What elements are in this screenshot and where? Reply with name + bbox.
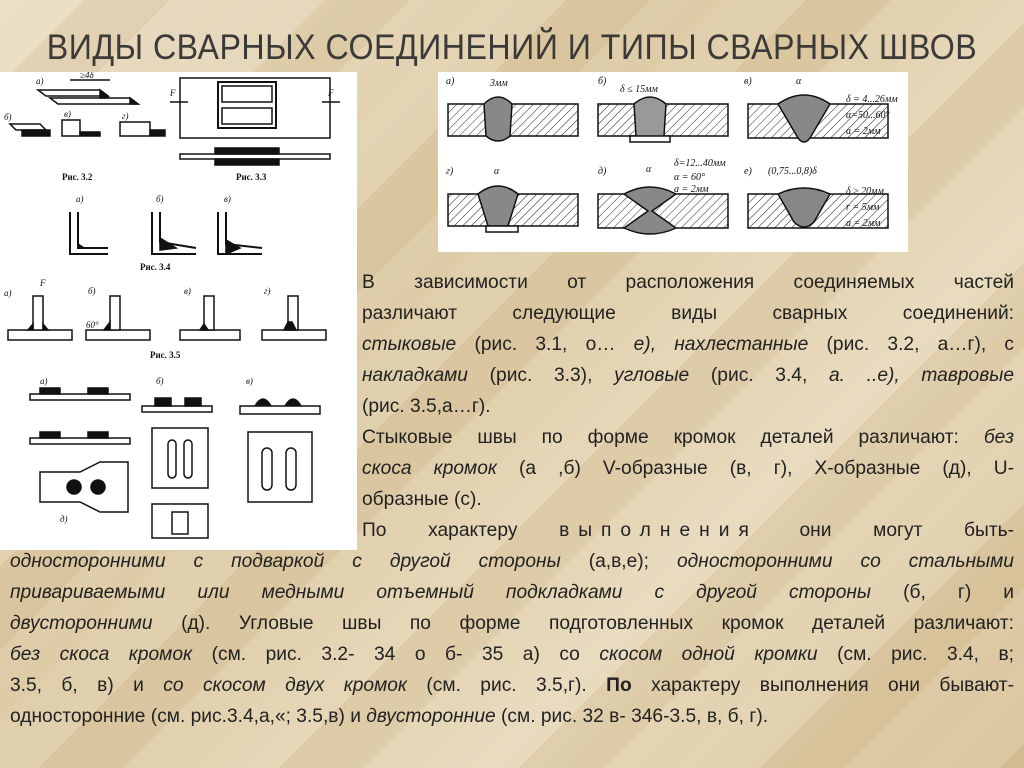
right-label-d: д) xyxy=(598,166,607,177)
fig32-label-v: в) xyxy=(64,109,71,119)
right-dim-delta15: δ ≤ 15мм xyxy=(620,84,659,95)
fig35-angle: 60° xyxy=(86,320,99,330)
page-title: ВИДЫ СВАРНЫХ СОЕДИНЕНИЙ И ТИПЫ СВАРНЫХ Ш… xyxy=(46,28,978,67)
right-dim-e1: δ ≥ 20мм xyxy=(846,186,885,197)
figure-right-panel: а) 3мм б) δ ≤ 15мм в) α δ = 4...26мм α=5… xyxy=(438,72,908,252)
fig35-label-b: б) xyxy=(88,286,96,296)
right-dim-e2: r = 5мм xyxy=(846,202,880,213)
fig35-label-g: г) xyxy=(264,286,271,296)
fig36-label-b: б) xyxy=(156,376,164,386)
right-dim-d3: a = 2мм xyxy=(674,184,709,195)
caption-fig-3-4: Рис. 3.4 xyxy=(140,262,171,272)
fig32-dim: ≥4δ xyxy=(80,72,94,80)
fig33-force-left: F xyxy=(169,88,176,98)
fig35-force: F xyxy=(39,278,46,288)
text-line-3: стыковые (рис. 3.1, о… е), нахлестанные … xyxy=(362,334,1015,355)
fig36-label-v: в) xyxy=(246,376,253,386)
fig35-label-v: в) xyxy=(184,286,191,296)
right-alpha-d: α xyxy=(646,164,652,175)
fig36-label-d: д) xyxy=(60,514,68,524)
text-line-2: различают следующие виды сварных соедине… xyxy=(362,303,1014,324)
text-line-1: В зависимости от расположения соединяемы… xyxy=(362,272,1014,293)
right-dim-d2: α = 60° xyxy=(674,172,705,183)
right-dim-3mm: 3мм xyxy=(489,78,508,89)
figure-left-panel: а) ≥4δ б) в) г) F F а) б) в) а) F б) 60°… xyxy=(0,72,357,550)
text-line-10: односторонними с подваркой с другой стор… xyxy=(10,551,1014,572)
text-line-5: (рис. 3.5,а…г). xyxy=(362,396,491,417)
fig33-force-right: F xyxy=(327,88,334,98)
right-dim-v3: a = 2мм xyxy=(846,126,881,137)
fig34-label-b: б) xyxy=(156,194,164,204)
figure-right-drawings: а) 3мм б) δ ≤ 15мм в) α δ = 4...26мм α=5… xyxy=(446,76,898,235)
right-dim-v1: δ = 4...26мм xyxy=(846,94,898,105)
fig34-label-v: в) xyxy=(224,194,231,204)
fig32-label-a: а) xyxy=(36,76,44,86)
text-line-11: привариваемыми или медными отъемный подк… xyxy=(10,582,1015,603)
right-label-v: в) xyxy=(744,76,752,87)
right-label-a: а) xyxy=(446,76,455,87)
fig35-label-a: а) xyxy=(4,288,12,298)
text-line-12: двусторонними (д). Угловые швы по форме … xyxy=(10,613,1014,634)
right-label-e: е) xyxy=(744,166,752,177)
right-dim-v2: α=50...60° xyxy=(846,110,890,121)
fig36-label-a: а) xyxy=(40,376,48,386)
right-alpha-v: α xyxy=(796,76,802,87)
right-dim-e3: a = 2мм xyxy=(846,218,881,229)
text-line-7: скоса кромок (а ,б) V-образные (в, г), Х… xyxy=(362,458,1014,479)
right-dim-e0: (0,75...0,8)δ xyxy=(768,166,817,177)
fig32-label-b: б) xyxy=(4,112,12,122)
text-line-4: накладками (рис. 3.3), угловые (рис. 3.4… xyxy=(362,365,1014,386)
caption-fig-3-3: Рис. 3.3 xyxy=(236,172,267,182)
text-line-14: 3.5, б, в) и со скосом двух кромок (см. … xyxy=(10,675,1014,696)
fig34-label-a: а) xyxy=(76,194,84,204)
text-line-8: образные (с). xyxy=(362,489,482,510)
text-line-13: без скоса кромок (см. рис. 3.2- 34 о б- … xyxy=(10,644,1015,665)
right-alpha-g: α xyxy=(494,166,500,177)
text-line-6: Стыковые швы по форме кромок деталей раз… xyxy=(362,427,1014,448)
fig32-label-g: г) xyxy=(122,111,129,121)
caption-fig-3-2: Рис. 3.2 xyxy=(62,172,93,182)
right-dim-d1: δ=12...40мм xyxy=(674,158,726,169)
text-line-9: По характеру выполнения они могут быть- xyxy=(362,520,1014,541)
right-label-g: г) xyxy=(446,166,454,177)
figure-left-drawings: а) ≥4δ б) в) г) F F а) б) в) а) F б) 60°… xyxy=(4,72,340,539)
caption-fig-3-5: Рис. 3.5 xyxy=(150,350,181,360)
right-label-b: б) xyxy=(598,76,607,87)
text-line-15: односторонние (см. рис.3.4,а,«; 3.5,в) и… xyxy=(10,706,769,727)
